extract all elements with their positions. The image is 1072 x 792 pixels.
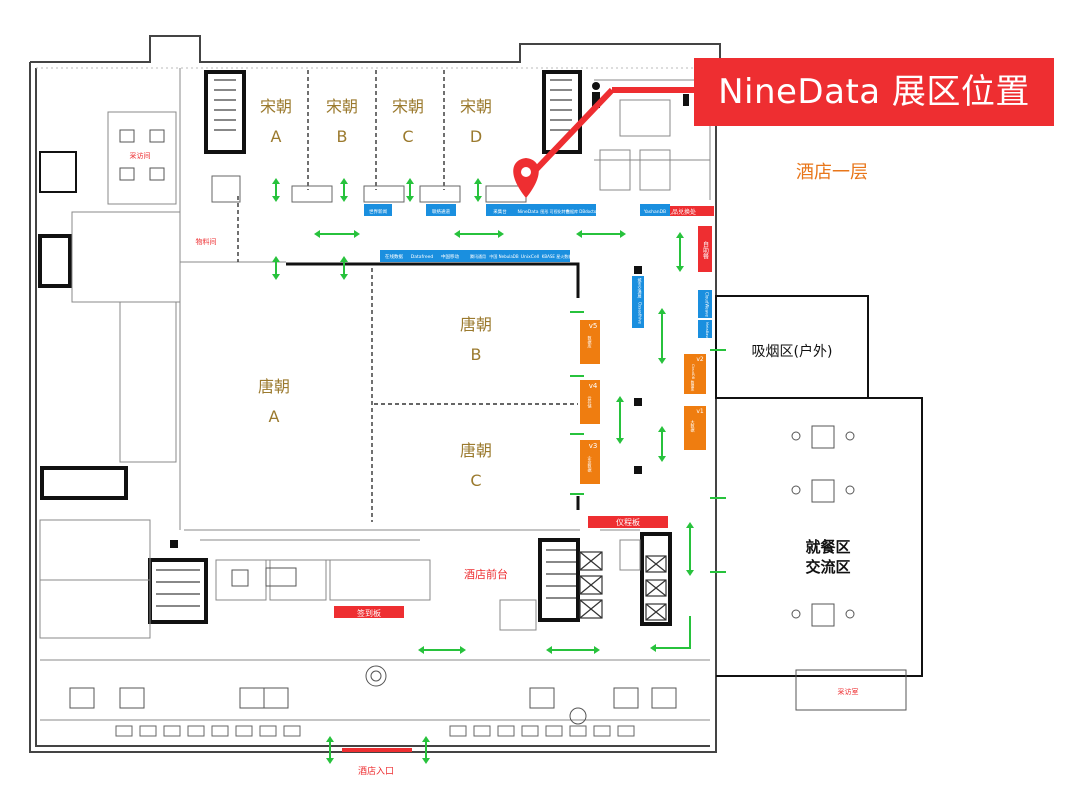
- booth-orange-v3-num: v3: [589, 442, 598, 450]
- booth-mid-3: 腾讯通用: [470, 253, 486, 259]
- flow-arrows: [275, 182, 726, 760]
- booth-mid-5: UnixCell: [521, 254, 539, 260]
- song-hall-labels: 宋朝 A 宋朝 B 宋朝 C 宋朝 D: [260, 97, 492, 146]
- song-hall-dividers: [237, 70, 578, 522]
- material-room-label: 物料间: [196, 237, 217, 246]
- map-pin-icon: [513, 158, 539, 198]
- booth-orange-v1-num: v1: [696, 408, 704, 415]
- tang-hall-labels: 唐朝 A 唐朝 B 唐朝 C: [258, 315, 492, 490]
- buffet-sign-label: 自助餐: [702, 240, 709, 260]
- booths-orange: [580, 320, 706, 484]
- booths-top-row: [364, 204, 670, 216]
- booth-orange-v3-label: 企业数据: [588, 455, 593, 473]
- booth-ro-0: CloudWeave: [705, 292, 710, 317]
- booth-orange-v5-num: v5: [589, 322, 598, 330]
- tang-hall-c-name: 唐朝: [460, 441, 492, 460]
- booths-middle-row: [380, 250, 570, 262]
- booth-orange-v1-label: 大数据: [691, 419, 696, 433]
- booth-rv-0: 城市交通展: [638, 277, 643, 299]
- booth-ro-1: MetaBase 影子: [704, 322, 709, 348]
- stair-hatching: [156, 79, 576, 607]
- booth-orange-v4-num: v4: [589, 382, 598, 390]
- booth-top-4: 图形 可视化特色: [540, 208, 569, 214]
- etiquette-board-label: 仪程板: [616, 517, 640, 527]
- interview-room-label: 采访间: [130, 151, 151, 160]
- tang-hall-b-letter: B: [471, 345, 482, 364]
- furniture: [69, 129, 907, 725]
- booth-mid-6: KBASE 星火数据: [542, 253, 572, 259]
- song-hall-b-name: 宋朝: [326, 97, 358, 116]
- booth-top-6: YashanDB: [643, 209, 666, 215]
- song-hall-d-name: 宋朝: [460, 97, 492, 116]
- sign-board-label: 签到板: [357, 608, 381, 618]
- booth-orange-v4-label: 云存储: [588, 396, 593, 409]
- tang-walls: [286, 262, 580, 510]
- floor-label: 酒店一层: [796, 162, 868, 183]
- smoking-area-label: 吸烟区(户外): [752, 343, 833, 360]
- tang-hall-a-letter: A: [269, 407, 280, 426]
- seating-row: [115, 725, 635, 737]
- booth-orange-v2-label: CloudDB 数据库: [690, 364, 695, 391]
- booth-orange-v2-num: v2: [696, 356, 704, 363]
- tang-hall-b-name: 唐朝: [460, 315, 492, 334]
- dining-area-label-1: 就餐区: [805, 538, 850, 556]
- tang-hall-a-name: 唐朝: [258, 377, 290, 396]
- red-signs: [334, 206, 714, 618]
- booth-top-ninedata: NineData: [518, 209, 539, 215]
- tang-hall-c-letter: C: [470, 471, 481, 490]
- song-hall-a-name: 宋朝: [260, 97, 292, 116]
- booth-mid-1: Datafreed: [411, 254, 434, 260]
- dining-area-label-2: 交流区: [805, 558, 850, 576]
- front-desk-label: 酒店前台: [464, 567, 508, 581]
- arrow-heads: [272, 178, 694, 764]
- song-hall-b-letter: B: [337, 127, 348, 146]
- elevator-boxes: [579, 551, 667, 621]
- booth-top-2: 采集台: [493, 208, 507, 215]
- callout-pointer-line: [525, 87, 615, 181]
- booth-orange-v5-label: 数据库: [588, 335, 593, 349]
- song-hall-c-letter: C: [402, 127, 413, 146]
- booth-mid-0: 在线数据: [385, 253, 403, 260]
- booth-mid-2: 中国移动: [441, 253, 459, 260]
- booth-top-5: 数据库 DBdoctor: [566, 208, 598, 214]
- booth-mid-4: 中国 NebulaDB: [489, 253, 518, 259]
- booth-top-1: 联络通道: [432, 208, 450, 215]
- song-hall-d-letter: D: [470, 127, 482, 146]
- gift-exchange-label: 礼品兑换处: [666, 208, 696, 216]
- booths-right-vertical: [632, 276, 712, 338]
- ninedata-callout: NineData 展区位置: [694, 58, 1054, 126]
- pillar-markers: [170, 266, 642, 548]
- outdoor-zones: [715, 295, 923, 677]
- entrance-label: 酒店入口: [358, 765, 394, 777]
- interview-room-small-label: 采访室: [838, 687, 859, 696]
- building-outline: [29, 35, 721, 753]
- song-hall-a-letter: A: [271, 127, 282, 146]
- booth-top-0: 世界新闻: [369, 208, 387, 215]
- booth-rv-1: Ossasthive: [638, 302, 643, 324]
- song-hall-c-name: 宋朝: [392, 97, 424, 116]
